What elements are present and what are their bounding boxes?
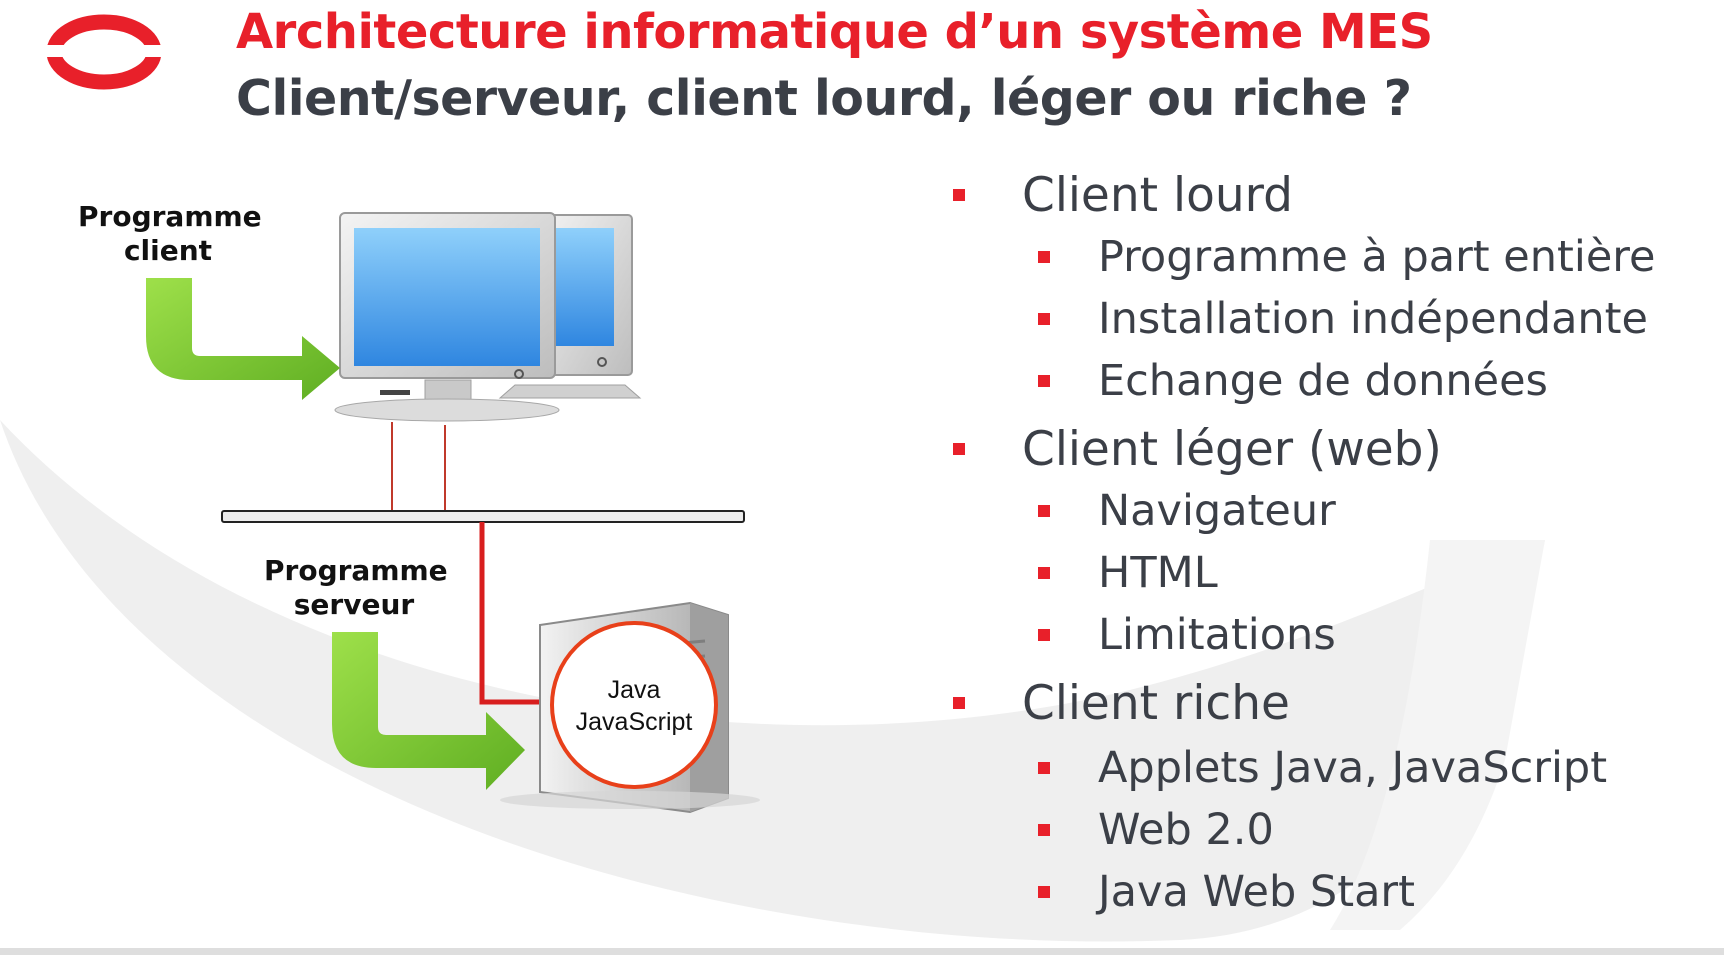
server-tech-label: Java JavaScript <box>575 676 693 736</box>
bullet-marker <box>1038 567 1050 579</box>
page-title: Architecture informatique d’un système M… <box>236 4 1433 60</box>
bullet-marker <box>953 443 965 455</box>
bullet-client-leger: Client léger (web) <box>953 421 1442 477</box>
bullet-marker <box>1038 313 1050 325</box>
server-arrow-icon <box>332 632 525 790</box>
bullet-html: HTML <box>1038 547 1218 599</box>
bullet-installation: Installation indépendante <box>1038 293 1648 345</box>
bullet-marker <box>1038 824 1050 836</box>
tech-bubble <box>550 621 718 789</box>
bullet-marker <box>1038 886 1050 898</box>
page-subtitle: Client/serveur, client lourd, léger ou r… <box>236 70 1412 127</box>
client-program-label: Programme client <box>78 200 262 267</box>
bullet-programme: Programme à part entière <box>1038 231 1655 283</box>
bullet-marker <box>1038 762 1050 774</box>
bullet-marker <box>1038 251 1050 263</box>
bullet-echange: Echange de données <box>1038 355 1548 407</box>
bullet-marker <box>953 697 965 709</box>
bullet-client-riche: Client riche <box>953 675 1290 731</box>
bullet-client-lourd: Client lourd <box>953 167 1293 223</box>
bullet-marker <box>953 189 965 201</box>
computer-icon <box>334 212 642 422</box>
bullet-marker <box>1038 375 1050 387</box>
bullet-web20: Web 2.0 <box>1038 804 1274 856</box>
bullet-marker <box>1038 505 1050 517</box>
bullet-marker <box>1038 629 1050 641</box>
bullet-limitations: Limitations <box>1038 609 1336 661</box>
bullet-java-web-start: Java Web Start <box>1038 866 1415 918</box>
bullet-applets: Applets Java, JavaScript <box>1038 742 1607 794</box>
company-logo <box>44 14 164 90</box>
server-program-label: Programme serveur <box>264 554 448 621</box>
bullet-navigateur: Navigateur <box>1038 485 1336 537</box>
client-arrow-icon <box>146 278 340 400</box>
